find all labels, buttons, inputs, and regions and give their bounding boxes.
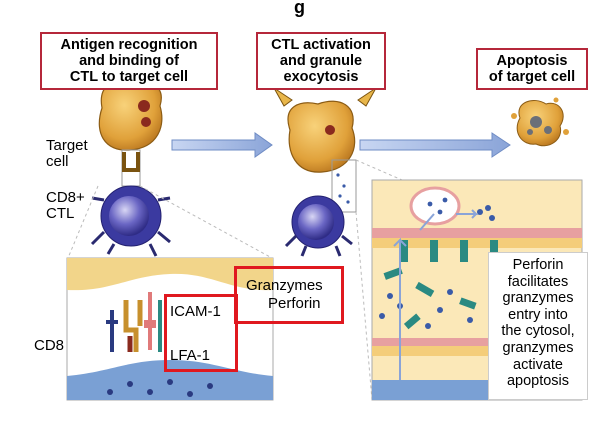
target-cell-2	[273, 87, 377, 173]
apoptotic-cell	[511, 97, 569, 147]
granzymes-label: Granzymes	[246, 277, 323, 294]
step-3-box: Apoptosis of target cell	[476, 48, 588, 90]
perforin-note: Perforin facilitates granzymes entry int…	[488, 252, 588, 400]
note-line-7: activate	[513, 356, 563, 373]
icam-label: ICAM-1	[170, 303, 221, 320]
note-line-8: apoptosis	[506, 373, 570, 390]
step-3-line2: of target cell	[488, 69, 576, 85]
step-3-line1: Apoptosis	[496, 53, 568, 69]
note-line-1: Perforin	[512, 257, 564, 273]
target-cell-label-1: Target	[46, 137, 88, 154]
target-cell-label-2: cell	[46, 153, 69, 170]
step-2-box: CTL activation and granule exocytosis	[256, 32, 386, 90]
note-line-4: entry into	[508, 306, 568, 323]
perforin-label: Perforin	[268, 295, 321, 312]
step-1-line2: and binding of	[79, 53, 179, 69]
target-cell-label: Target cell	[46, 138, 88, 170]
step-1-line1: Antigen recognition	[60, 37, 198, 53]
step-1-box: Antigen recognition and binding of CTL t…	[40, 32, 218, 90]
step-2-line1: CTL activation	[271, 37, 371, 53]
granzymes-perforin-highlight	[234, 266, 344, 324]
ctl-1	[90, 185, 171, 257]
cd8-ctl-label: CD8+ CTL	[46, 190, 85, 222]
step-2-line2: and granule	[279, 53, 363, 69]
cd8-label: CD8	[34, 337, 65, 354]
cd8-ctl-label-1: CD8+	[46, 189, 85, 206]
title-fragment: g	[294, 0, 305, 17]
synapse-zoom	[66, 257, 274, 401]
note-line-5: the cytosol,	[501, 323, 575, 340]
note-line-2: facilitates	[507, 273, 569, 290]
note-line-6: granzymes	[502, 339, 574, 356]
step-1-line3: CTL to target cell	[69, 69, 189, 85]
lfa-label: LFA-1	[170, 347, 211, 364]
icam-lfa-highlight	[164, 294, 238, 372]
note-line-3: granzymes	[502, 290, 574, 307]
cd8-ctl-label-2: CTL	[46, 205, 75, 222]
ctl-2	[284, 195, 353, 257]
step-2-line3: exocytosis	[283, 69, 359, 85]
